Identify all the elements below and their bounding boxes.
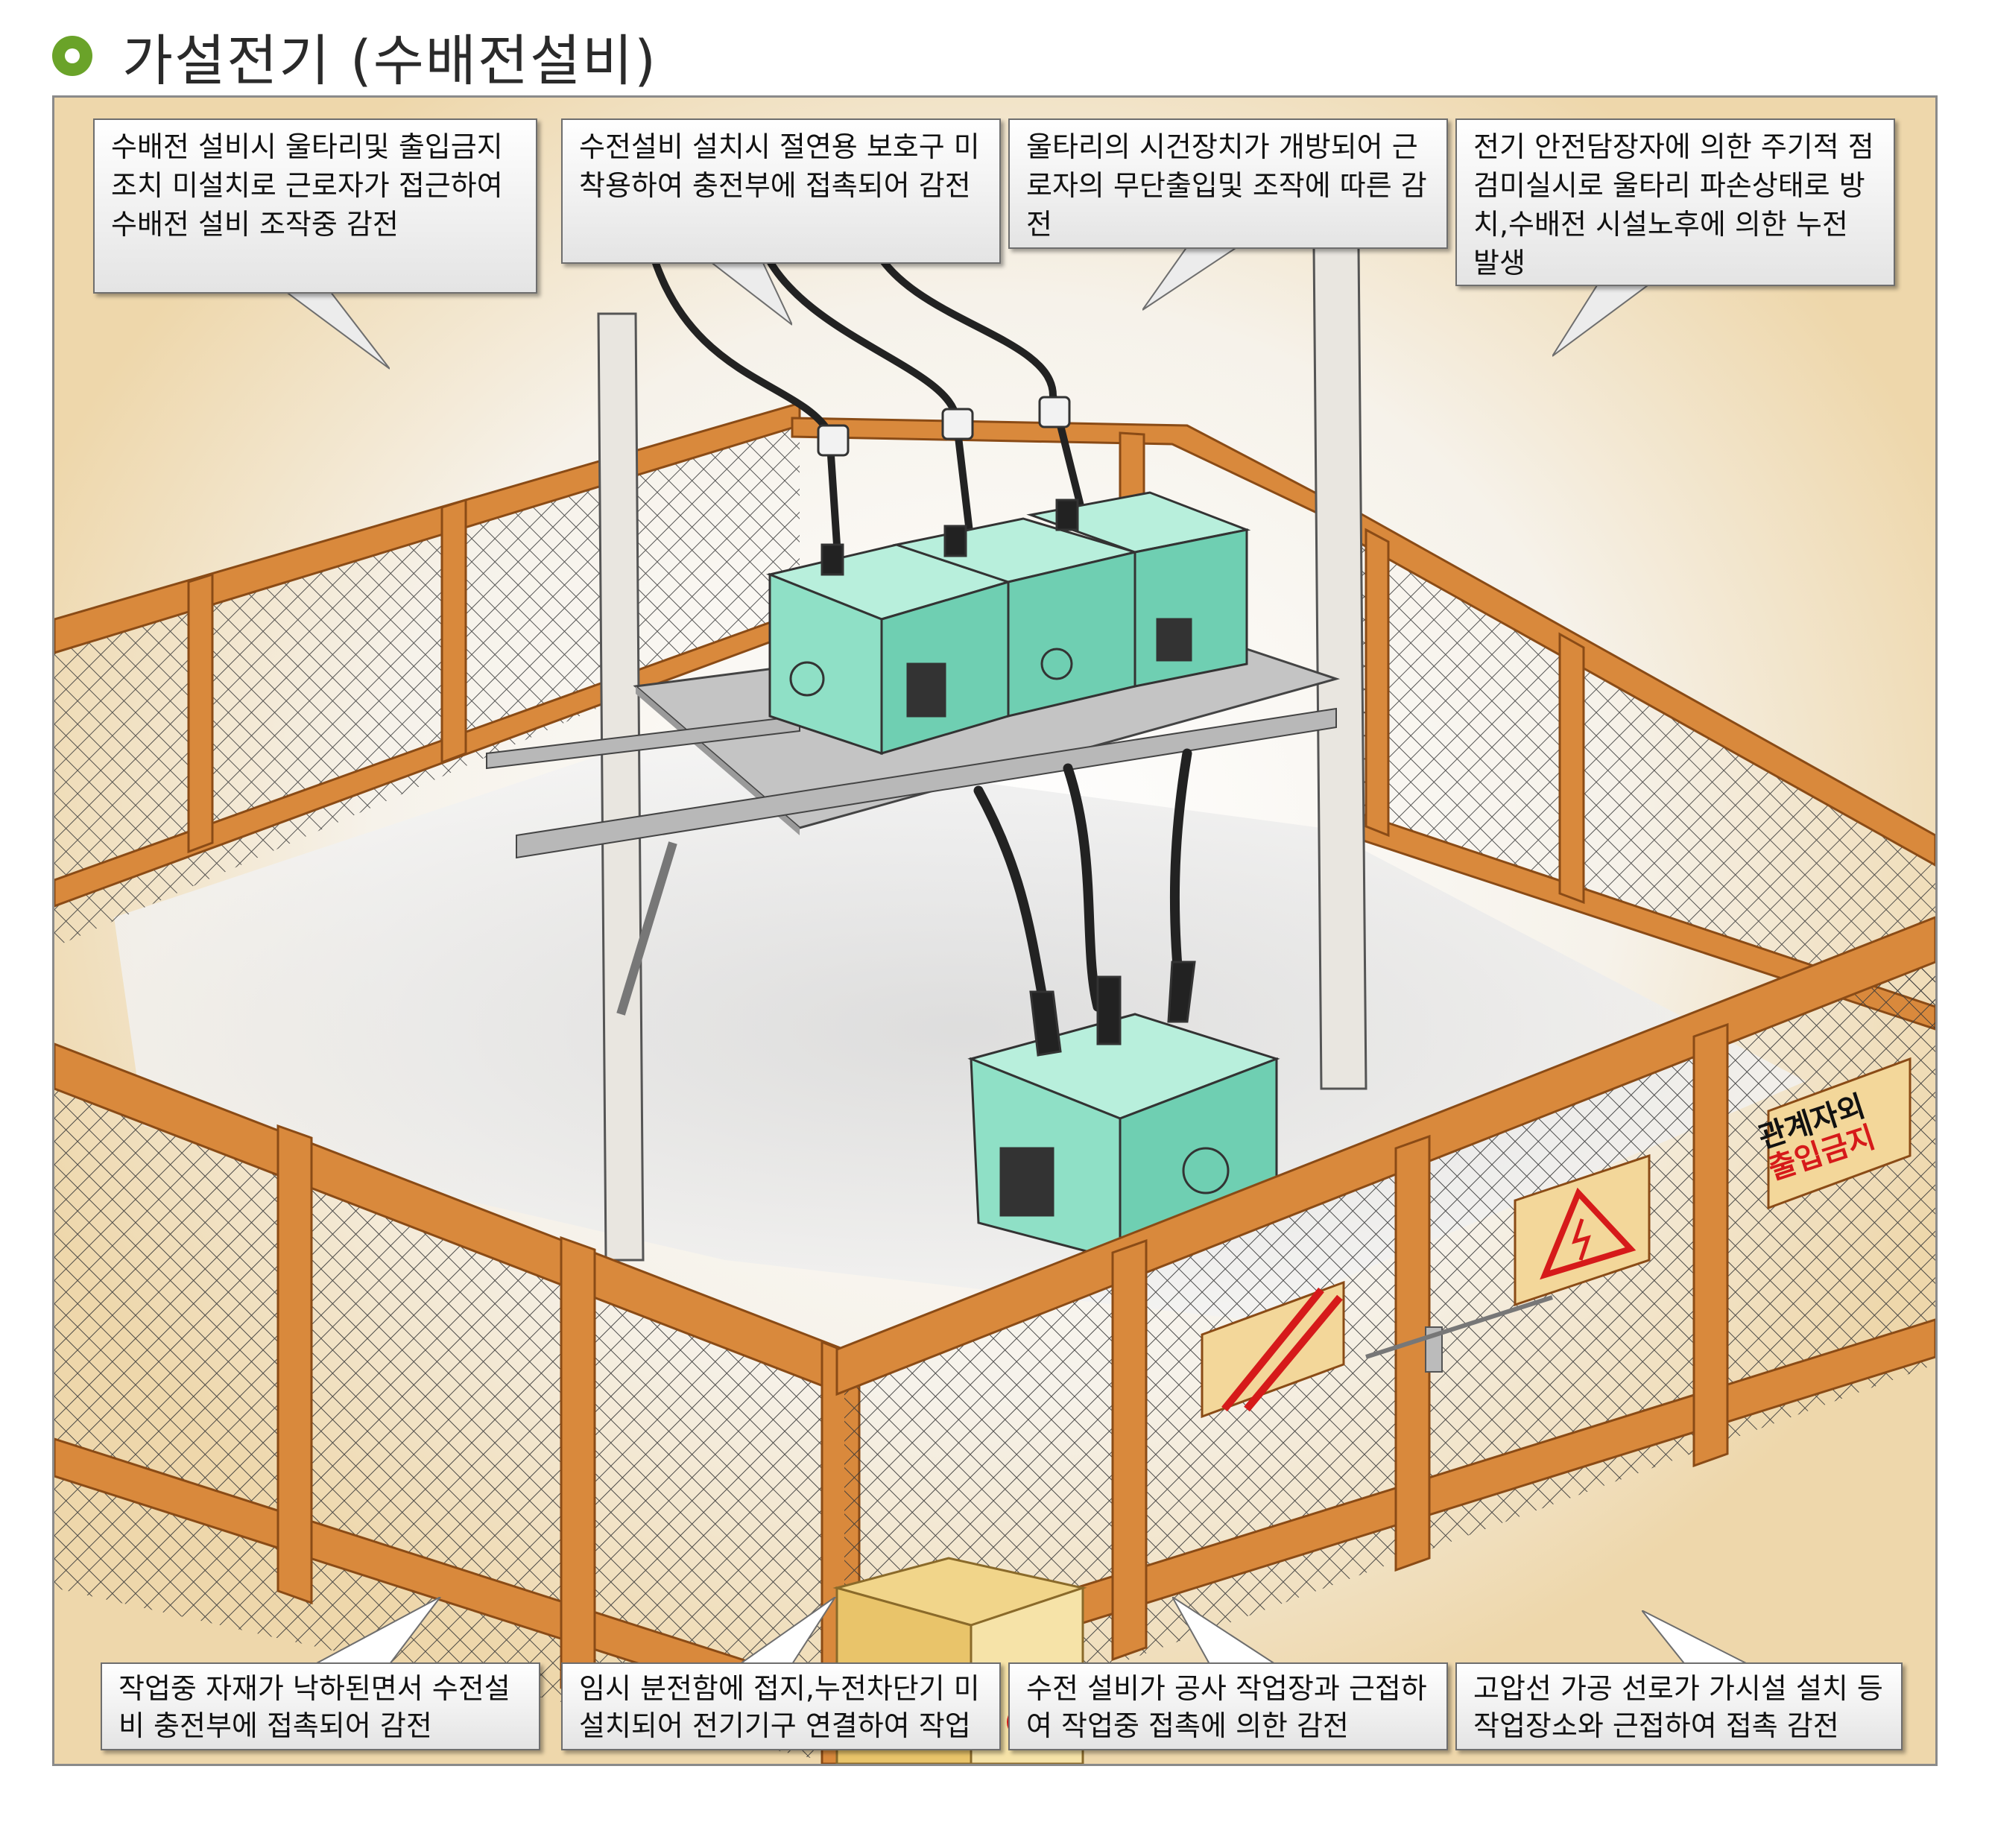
no-entry-sign — [1767, 1057, 1911, 1210]
callout-bottom-2: 임시 분전함에 접지,누전차단기 미설치되어 전기기구 연결하여 작업중 감전 — [561, 1662, 1001, 1750]
callout-bottom-1: 작업중 자재가 낙하된면서 수전설비 충전부에 접촉되어 감전 — [101, 1662, 540, 1750]
callout-tail-top-1 — [285, 291, 390, 370]
transformers-top — [766, 491, 1251, 756]
callout-bottom-4: 고압선 가공 선로가 가시설 설치 등 작업장소와 근접하여 접촉 감전 — [1455, 1662, 1903, 1750]
callout-tail-bottom-3 — [1172, 1597, 1277, 1664]
warning-sign — [1514, 1154, 1651, 1307]
stripe-sign — [1201, 1280, 1345, 1419]
page-title: 가설전기 (수배전설비) — [122, 28, 657, 93]
callout-top-2: 수전설비 설치시 절연용 보호구 미착용하여 충전부에 접촉되어 감전 — [561, 118, 1001, 264]
callout-tail-top-2 — [710, 262, 792, 326]
fence-front-right — [835, 916, 1935, 1764]
callout-tail-bottom-2 — [740, 1597, 836, 1664]
pole-right — [1312, 245, 1367, 1090]
callout-top-3: 울타리의 시건장치가 개방되어 근로자의 무단출입및 조작에 따른 감전 — [1008, 118, 1448, 249]
fence-front-left — [54, 1042, 861, 1764]
fence-illustration — [54, 98, 1935, 1764]
fence-back-right — [1335, 498, 1935, 1031]
callout-tail-top-3 — [1142, 247, 1239, 311]
callout-tail-bottom-4 — [1642, 1610, 1753, 1666]
title-bullet-icon — [52, 36, 92, 76]
callout-top-4: 전기 안전담장자에 의한 주기적 점검미실시로 울타리 파손상태로 방치,수배전… — [1455, 118, 1895, 286]
callout-tail-bottom-1 — [315, 1597, 441, 1664]
callout-tail-top-4 — [1552, 285, 1649, 357]
cable-clamps — [817, 396, 1071, 457]
pole-left — [597, 312, 645, 1262]
cables-top — [647, 243, 1087, 548]
callout-bottom-3: 수전 설비가 공사 작업장과 근접하여 작업중 접촉에 의한 감전 — [1008, 1662, 1448, 1750]
callout-top-1: 수배전 설비시 울타리및 출입금지 조치 미설치로 근로자가 접근하여 수배전 … — [93, 118, 537, 294]
illustration-frame: 관계자외 출입금지 수배전 설비시 울타리및 출입금지 조치 미설치로 근로자가… — [52, 95, 1938, 1766]
page-title-row: 가설전기 (수배전설비) — [52, 15, 657, 97]
